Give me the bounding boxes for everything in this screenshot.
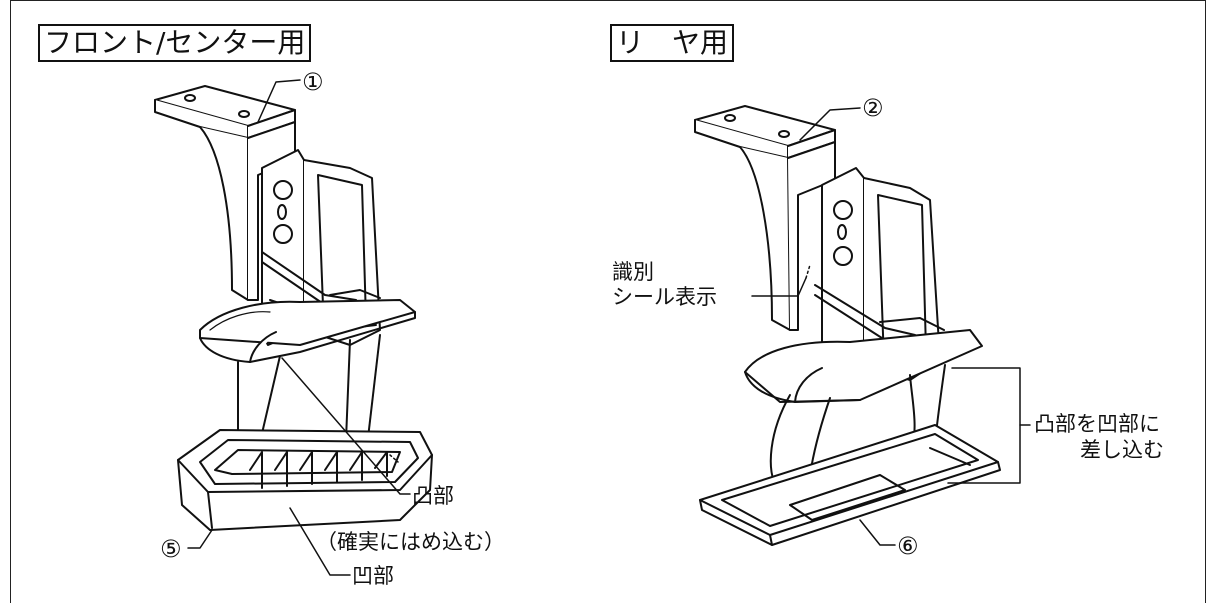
rear-bracket bbox=[694, 105, 1031, 546]
label-note-firmly-fit: （確実にはめ込む） bbox=[316, 530, 505, 554]
part-number-2: ② bbox=[862, 94, 884, 122]
front-center-bracket bbox=[154, 79, 433, 576]
label-id-line1: 識別 bbox=[612, 260, 654, 284]
rear-title: リ ヤ用 bbox=[610, 24, 735, 62]
label-insert-line1: 凸部を凹部に bbox=[1034, 412, 1160, 436]
diagram-frame bbox=[10, 0, 1206, 603]
label-id-line2: シール表示 bbox=[612, 285, 717, 309]
label-concave: 凹部 bbox=[352, 564, 394, 588]
label-convex: 凸部 bbox=[412, 484, 454, 508]
front-center-title: フロント/センター用 bbox=[38, 24, 312, 62]
part-number-6: ⑥ bbox=[897, 532, 919, 560]
part-number-5: ⑤ bbox=[160, 535, 182, 563]
label-insert-line2: 差し込む bbox=[1080, 438, 1164, 462]
part-number-1: ① bbox=[302, 68, 324, 96]
